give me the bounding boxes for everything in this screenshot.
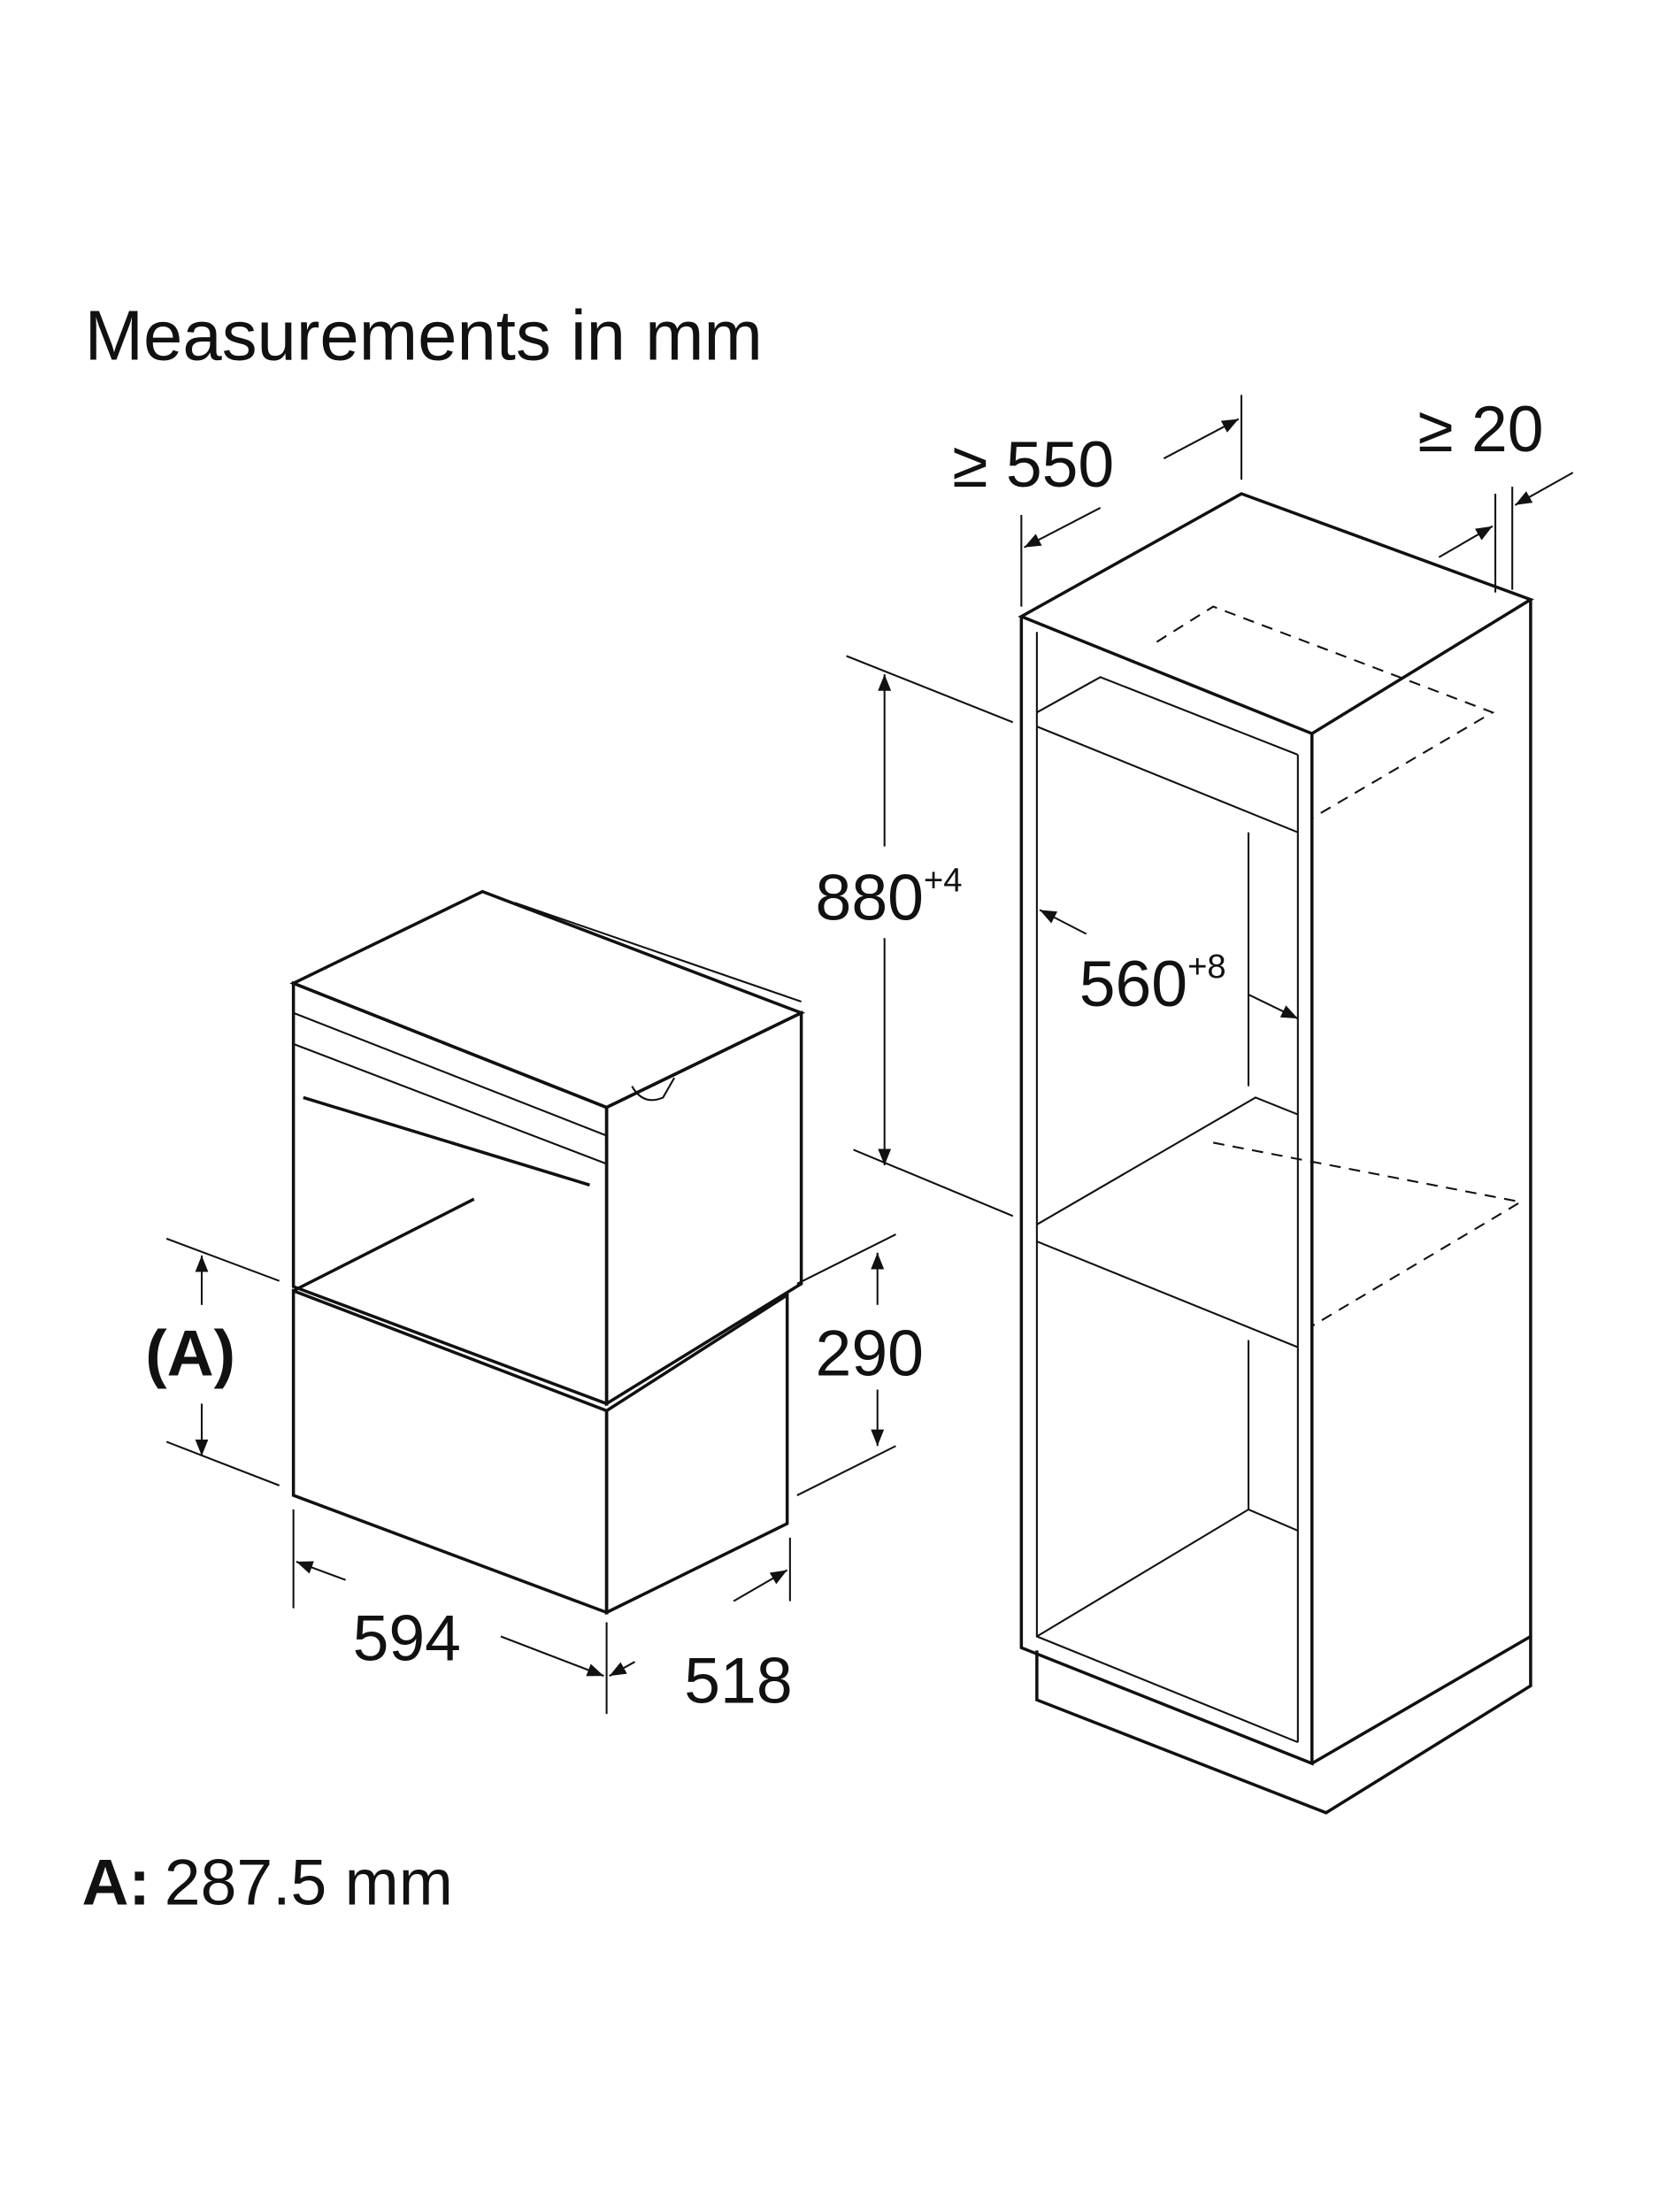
tall-cabinet	[1018, 492, 1534, 1815]
title: Measurements in mm	[85, 296, 763, 375]
niche-width-label: 560+8	[1079, 948, 1226, 1020]
niche-height-label: 880+4	[816, 862, 963, 934]
niche-depth-label: ≥ 550	[952, 428, 1114, 501]
warming-drawer	[291, 1197, 789, 1616]
oven	[289, 889, 806, 1407]
footnote: A:287.5 mm	[81, 1846, 452, 1918]
label-a: (A)	[145, 1317, 235, 1390]
drawer-height-label: 290	[816, 1317, 924, 1390]
drawer-depth-label: 518	[684, 1644, 792, 1717]
dimension-lines	[165, 395, 1574, 1715]
drawer-width-label: 594	[353, 1602, 461, 1675]
rear-gap-label: ≥ 20	[1417, 393, 1543, 465]
